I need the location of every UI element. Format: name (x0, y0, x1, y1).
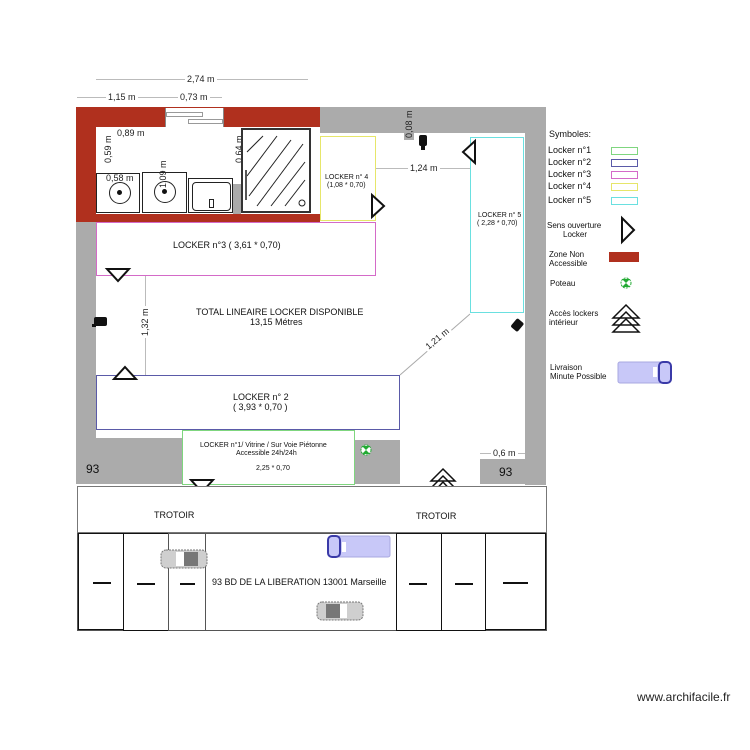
legend-label-locker2: Locker n°2 (548, 157, 592, 167)
locker-3-title: LOCKER n°3 ( 3,61 * 0,70) (173, 240, 281, 250)
locker-1[interactable]: LOCKER n°1/ Vitrine / Sur Voie Piétonne … (182, 430, 355, 485)
sidewalk-label-right: TROTOIR (416, 511, 457, 521)
parking-space-4 (396, 533, 442, 631)
watermark: www.archifacile.fr (637, 690, 731, 704)
cooktop-2 (142, 172, 187, 213)
car-icon (160, 549, 208, 569)
dim-left-width: 1,15 m (106, 92, 138, 102)
shower-hatch (245, 135, 306, 207)
legend-delivery-label-1: Livraison (550, 363, 583, 372)
shower (241, 128, 311, 213)
dim-right-gap: 0,6 m (491, 448, 518, 458)
locker-3[interactable]: LOCKER n°3 ( 3,61 * 0,70) (96, 222, 376, 276)
legend-zone-label-2: Accessible (549, 259, 588, 268)
parking-mark (455, 583, 473, 585)
parking-space-1 (78, 533, 124, 630)
legend-swatch-zone (609, 252, 639, 262)
dim-line-diagonal (399, 313, 471, 376)
parking-space-5 (441, 533, 486, 631)
dim-door-width: 0,73 m (178, 92, 210, 102)
door-opening-icon-locker3 (104, 268, 132, 283)
parking-space-3 (168, 533, 206, 631)
parking-mark (409, 583, 427, 585)
legend-delivery-label-2: Minute Possible (550, 372, 607, 381)
dim-total-width: 2,74 m (185, 74, 217, 84)
parking-mark (503, 582, 528, 584)
pole-icon (360, 444, 372, 456)
legend-pole-label: Poteau (550, 279, 576, 288)
locker-4-title: LOCKER n° 4 (325, 174, 369, 181)
zone-non-accessible-bottom (76, 214, 320, 222)
door-opening-icon-locker4 (371, 192, 386, 220)
wall-top (320, 107, 546, 133)
locker-1-subtitle: Accessible 24h/24h (236, 450, 297, 457)
car-icon (316, 601, 364, 621)
legend-swatch-locker5 (611, 197, 638, 205)
legend-access-label-2: intérieur (549, 318, 578, 327)
legend-access-label-1: Accès lockers (549, 309, 599, 318)
legend-swatch-locker1 (611, 147, 638, 155)
pole-icon-legend (620, 277, 632, 289)
washbasin (188, 178, 233, 213)
delivery-van-icon (327, 535, 391, 558)
legend-door-label-2: Locker (563, 230, 588, 239)
camera-icon-top (419, 135, 427, 150)
sidewalk (77, 486, 547, 533)
legend-zone-label-1: Zone Non (549, 250, 585, 259)
camera-icon-right (511, 318, 524, 332)
dim-kitchen-depth: 0,59 m (103, 133, 113, 165)
locker-2[interactable]: LOCKER n° 2 ( 3,93 * 0,70 ) (96, 375, 400, 430)
locker-2-size: ( 3,93 * 0,70 ) (233, 402, 288, 412)
door-opening-icon-locker5 (461, 138, 476, 166)
dim-aisle-top: 1,24 m (408, 163, 440, 173)
legend-label-locker4: Locker n°4 (548, 181, 592, 191)
zone-non-accessible-left (76, 107, 96, 222)
street-number-left: 93 (86, 462, 100, 476)
delivery-van-icon-legend (617, 361, 672, 384)
locker-1-title: LOCKER n°1/ Vitrine / Sur Voie Piétonne (200, 442, 327, 449)
legend-swatch-locker4 (611, 183, 638, 191)
parking-mark (180, 583, 195, 585)
locker-4-size: (1,08 * 0,70) (327, 182, 366, 189)
legend-label-locker5: Locker n°5 (548, 195, 592, 205)
door-opening-icon-legend (621, 215, 636, 245)
cooktop-1 (96, 173, 140, 213)
locker-4[interactable]: LOCKER n° 4 (1,08 * 0,70) (320, 136, 376, 221)
dim-line-left (77, 97, 222, 98)
legend-title: Symboles: (549, 129, 592, 139)
locker-1-size: 2,25 * 0,70 (256, 465, 290, 472)
sidewalk-label-left: TROTOIR (154, 510, 195, 520)
street-number-right: 93 (499, 465, 513, 479)
door-opening-icon-locker2 (111, 365, 139, 380)
dim-aisle-left: 1,32 m (140, 306, 150, 338)
wall-left (76, 222, 96, 476)
wall-right (525, 107, 546, 485)
legend-door-label-1: Sens ouverture (547, 221, 602, 230)
locker-5-title: LOCKER n° 5 (478, 212, 522, 219)
locker-5[interactable]: LOCKER n° 5 ( 2,28 * 0,70) (470, 137, 524, 313)
legend-swatch-locker3 (611, 171, 638, 179)
total-value: 13,15 Métres (250, 317, 303, 327)
legend-swatch-locker2 (611, 159, 638, 167)
camera-icon-left (92, 317, 107, 327)
access-lockers-icon-legend (611, 303, 641, 333)
street-address: 93 BD DE LA LIBERATION 13001 Marseille (212, 577, 387, 587)
dim-wall-gap: 0,08 m (404, 108, 414, 140)
dim-sink-width: 0,58 m (106, 173, 134, 183)
parking-space-6 (485, 533, 546, 630)
wall-pillar (233, 184, 241, 214)
legend-label-locker1: Locker n°1 (548, 145, 592, 155)
parking-mark (137, 583, 155, 585)
total-label: TOTAL LINEAIRE LOCKER DISPONIBLE (196, 307, 364, 317)
parking-space-2 (123, 533, 169, 631)
wall-bottom-left (76, 438, 182, 484)
locker-5-size: ( 2,28 * 0,70) (477, 220, 518, 227)
legend-label-locker3: Locker n°3 (548, 169, 592, 179)
parking-mark (93, 582, 111, 584)
dim-kitchen-width: 0,89 m (115, 128, 147, 138)
wall-bottom-right (480, 459, 546, 484)
locker-2-title: LOCKER n° 2 (233, 392, 289, 402)
entrance-steps (165, 108, 224, 128)
